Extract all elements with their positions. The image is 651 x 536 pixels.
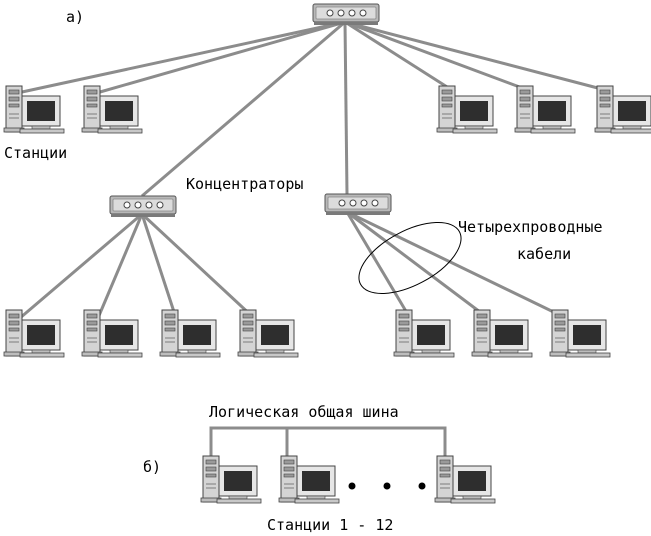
workstation-icon [436,85,498,134]
workstation-icon [278,455,340,504]
workstation-icon [594,85,651,134]
cable-group-ellipse [358,222,462,294]
workstation-icon [237,309,299,358]
cables-label-line2: кабели [517,245,571,263]
cables [19,20,614,320]
ellipsis-dots [348,482,426,490]
logical-bus-line [209,426,447,462]
hubs-label: Концентраторы [186,175,303,193]
workstation-icon [81,309,143,358]
part-a-label: а) [66,8,84,26]
workstation-icon [471,309,533,358]
workstation-icon [200,455,262,504]
workstation-icon [514,85,576,134]
logical-bus-label: Логическая общая шина [209,403,399,421]
hub-icon [312,3,380,26]
workstation-icon [393,309,455,358]
stations-label: Станции [4,144,67,162]
hub-icon [109,195,177,218]
cables-label-line1: Четырехпроводные [458,218,603,236]
workstation-icon [159,309,221,358]
workstation-icon [3,309,65,358]
workstation-icon [3,85,65,134]
workstation-icon [549,309,611,358]
hub-icon [324,193,392,216]
stations-range-label: Станции 1 - 12 [267,516,393,534]
part-b-label: б) [143,458,161,476]
workstation-icon [81,85,143,134]
workstation-icon [434,455,496,504]
